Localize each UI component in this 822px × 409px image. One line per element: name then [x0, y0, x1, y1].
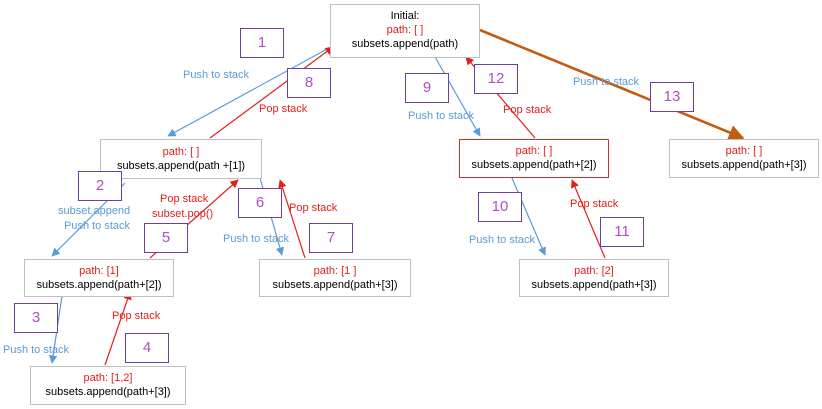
- node-path-1-2-call: subsets.append(path+[2]): [36, 279, 162, 291]
- node-path-1-call: subsets.append(path +[1]): [116, 160, 246, 172]
- step-2: 2: [78, 171, 122, 201]
- step-7: 7: [309, 223, 353, 253]
- node-path-3-path: path: [ ]: [725, 145, 763, 157]
- node-path-1-3-call: subsets.append(path+[3]): [272, 279, 398, 291]
- node-path-2: path: [ ] subsets.append(path+[2]): [459, 139, 609, 178]
- node-path-1-2-path: path: [1]: [79, 265, 119, 277]
- step-12: 12: [474, 64, 518, 94]
- label-push-2: Push to stack: [64, 220, 131, 232]
- step-8: 8: [287, 68, 331, 98]
- node-path-1-3: path: [1 ] subsets.append(path+[3]): [259, 259, 411, 297]
- step-10: 10: [478, 192, 522, 222]
- pop-arrow-11: [571, 179, 606, 259]
- pop-arrow-4: [104, 291, 132, 366]
- node-path-2-path: path: [ ]: [515, 145, 553, 157]
- label-push-1: Push to stack: [183, 69, 250, 81]
- step-9: 9: [405, 73, 449, 103]
- label-subset-pop: subset.pop(): [152, 208, 214, 220]
- step-1: 1: [240, 28, 284, 58]
- label-subset-append: subset.append: [58, 205, 131, 217]
- label-pop-4: Pop stack: [112, 310, 161, 322]
- root-call: subsets.append(path): [351, 38, 459, 50]
- push-arrow-13: [479, 28, 745, 140]
- node-path-3: path: [ ] subsets.append(path+[3]): [669, 139, 819, 178]
- label-push-9: Push to stack: [408, 110, 475, 122]
- label-pop-8: Pop stack: [259, 103, 308, 115]
- node-path-1-path: path: [ ]: [162, 146, 200, 158]
- label-pop-7: Pop stack: [289, 202, 338, 214]
- node-root: Initial: path: [ ] subsets.append(path): [330, 4, 480, 58]
- push-arrow-1: [167, 41, 341, 137]
- label-pop-12: Pop stack: [503, 104, 552, 116]
- root-initial-label: Initial:: [390, 10, 420, 22]
- node-path-2-3-call: subsets.append(path+[3]): [531, 279, 657, 291]
- node-path-1-2-3: path: [1,2] subsets.append(path+[3]): [30, 366, 186, 405]
- label-pop-11: Pop stack: [570, 198, 619, 210]
- push-arrow-10: [511, 177, 546, 256]
- node-path-1-2-3-call: subsets.append(path+[3]): [45, 386, 171, 398]
- label-pop-5: Pop stack: [160, 193, 209, 205]
- step-4: 4: [125, 333, 169, 363]
- push-arrow-9: [429, 47, 481, 137]
- step-11: 11: [600, 217, 644, 247]
- pop-arrow-8: [209, 46, 334, 139]
- step-6: 6: [238, 188, 282, 218]
- label-push-13: Push to stack: [573, 76, 640, 88]
- step-3: 3: [14, 303, 58, 333]
- label-push-10: Push to stack: [469, 234, 536, 246]
- node-path-2-3: path: [2] subsets.append(path+[3]): [519, 259, 669, 297]
- node-path-3-call: subsets.append(path+[3]): [681, 159, 807, 171]
- pop-arrow-7: [278, 179, 306, 259]
- node-path-1-2: path: [1] subsets.append(path+[2]): [24, 259, 174, 297]
- label-push-3: Push to stack: [3, 344, 70, 356]
- node-path-1: path: [ ] subsets.append(path +[1]): [100, 139, 262, 179]
- node-path-2-call: subsets.append(path+[2]): [471, 159, 597, 171]
- root-path: path: [ ]: [386, 24, 424, 36]
- node-path-1-2-3-path: path: [1,2]: [83, 372, 133, 384]
- node-path-2-3-path: path: [2]: [574, 265, 614, 277]
- step-5: 5: [144, 223, 188, 253]
- step-13: 13: [650, 82, 694, 112]
- label-push-6: Push to stack: [223, 233, 290, 245]
- node-path-1-3-path: path: [1 ]: [313, 265, 357, 277]
